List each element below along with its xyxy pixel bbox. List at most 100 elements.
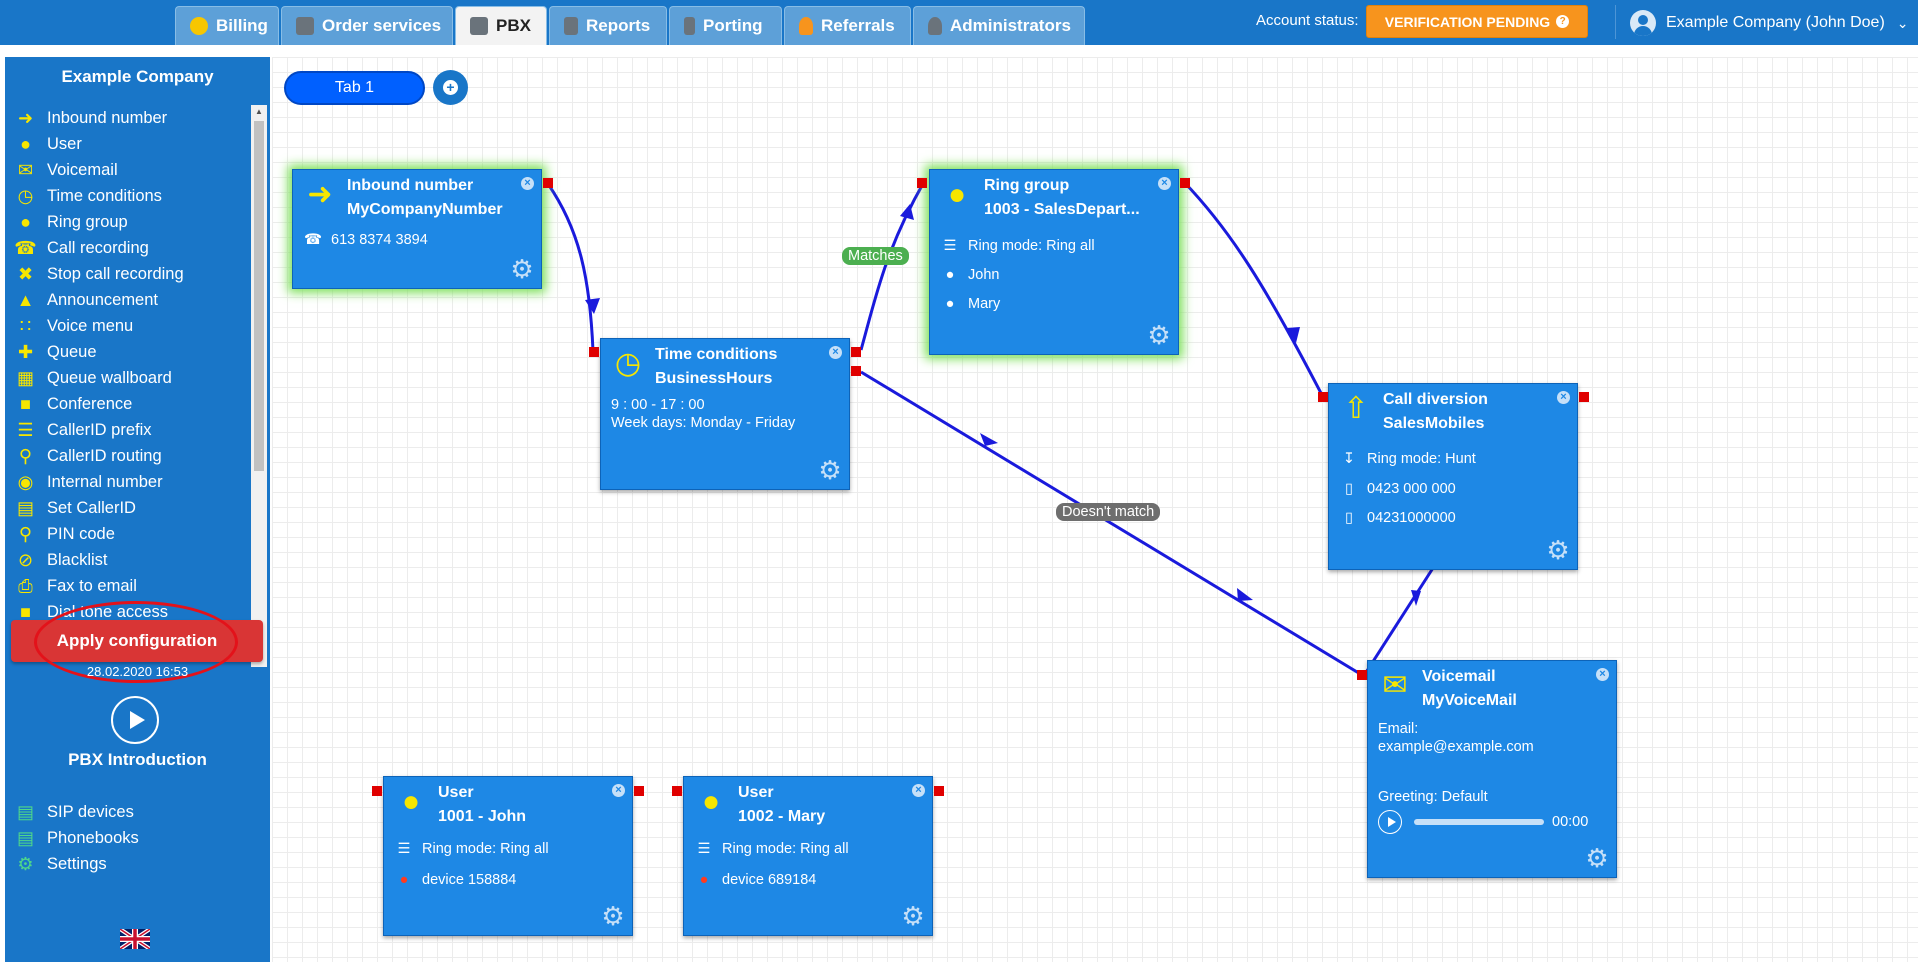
tab-pbx[interactable]: PBX xyxy=(455,6,547,45)
output-port[interactable] xyxy=(934,786,944,796)
output-port[interactable] xyxy=(1579,392,1589,402)
account-status-label: Account status: xyxy=(1256,12,1359,29)
palette-item-conference[interactable]: ■Conference xyxy=(5,391,251,417)
palette-item-fax-to-email[interactable]: ⎙Fax to email xyxy=(5,573,251,599)
palette-item-blacklist[interactable]: ⊘Blacklist xyxy=(5,547,251,573)
palette-item-voicemail[interactable]: ✉Voicemail xyxy=(5,157,251,183)
gear-icon[interactable]: ⚙ xyxy=(1585,843,1609,873)
close-icon[interactable]: × xyxy=(521,177,534,190)
close-icon[interactable]: × xyxy=(1158,177,1171,190)
palette-item-internal-number[interactable]: ◉Internal number xyxy=(5,469,251,495)
output-port[interactable] xyxy=(543,178,553,188)
arrow-head xyxy=(1287,327,1300,343)
node-call-diversion[interactable]: ⇧ Call diversion SalesMobiles × ↧Ring mo… xyxy=(1328,383,1578,570)
report-book-icon xyxy=(564,17,578,35)
node-time-conditions[interactable]: ◷ Time conditions BusinessHours × 9 : 00… xyxy=(600,338,850,490)
user-icon: ● xyxy=(701,785,721,818)
arrow-right-icon: ➜ xyxy=(17,108,34,128)
gear-icon[interactable]: ⚙ xyxy=(901,901,925,931)
close-icon[interactable]: × xyxy=(912,784,925,797)
scrollbar-thumb[interactable] xyxy=(254,121,264,471)
gear-icon[interactable]: ⚙ xyxy=(818,455,842,485)
output-port-match[interactable] xyxy=(851,347,861,357)
tab-administrators[interactable]: Administrators xyxy=(913,6,1085,45)
palette-item-inbound-number[interactable]: ➜Inbound number xyxy=(5,105,251,131)
arrow-head xyxy=(1237,588,1253,601)
output-port-no-match[interactable] xyxy=(851,366,861,376)
sidebar-item-phonebooks[interactable]: ▤Phonebooks xyxy=(16,828,139,848)
palette-item-callerid-routing[interactable]: ⚲CallerID routing xyxy=(5,443,251,469)
palette-item-stop-call-recording[interactable]: ✖Stop call recording xyxy=(5,261,251,287)
gear-icon: ⚙ xyxy=(17,854,34,874)
palette-item-call-recording[interactable]: ☎Call recording xyxy=(14,238,149,258)
gear-icon[interactable]: ⚙ xyxy=(1546,535,1570,565)
connection-time-voicemail[interactable] xyxy=(860,370,1363,677)
verification-pending-button[interactable]: VERIFICATION PENDING ? xyxy=(1366,5,1588,38)
scroll-up-arrow-icon[interactable]: ▲ xyxy=(255,107,263,116)
output-port[interactable] xyxy=(634,786,644,796)
connection-ring-divert[interactable] xyxy=(1182,180,1325,398)
palette-item-ring-group[interactable]: ●Ring group xyxy=(5,209,251,235)
palette-item-voice-menu[interactable]: ∷Voice menu xyxy=(5,313,251,339)
input-port[interactable] xyxy=(917,178,927,188)
palette-item-callerid-prefix[interactable]: ☰CallerID prefix xyxy=(5,417,251,443)
clock-icon: ◷ xyxy=(17,186,34,206)
input-port[interactable] xyxy=(372,786,382,796)
gear-icon[interactable]: ⚙ xyxy=(1147,320,1171,350)
megaphone-icon: ▲ xyxy=(16,290,35,310)
account-menu[interactable]: Example Company (John Doe) ⌄ xyxy=(1630,8,1909,38)
connection-time-ring[interactable] xyxy=(859,181,926,351)
input-port[interactable] xyxy=(1318,392,1328,402)
palette-item-queue[interactable]: ✚Queue xyxy=(5,339,251,365)
mobile-phone-icon: ▯ xyxy=(1345,510,1353,526)
arrow-head xyxy=(900,204,914,220)
audio-progress-bar[interactable] xyxy=(1414,819,1544,825)
node-user-john[interactable]: ● User 1001 - John × ☰Ring mode: Ring al… xyxy=(383,776,633,936)
gear-icon[interactable]: ⚙ xyxy=(510,254,534,284)
gear-icon[interactable]: ⚙ xyxy=(601,901,625,931)
close-icon[interactable]: × xyxy=(829,346,842,359)
input-port[interactable] xyxy=(1357,670,1367,680)
user-plus-icon: ✚ xyxy=(17,342,34,362)
admin-icon xyxy=(928,17,942,35)
uk-flag-icon[interactable] xyxy=(120,929,150,949)
tab-billing[interactable]: Billing xyxy=(175,6,279,45)
sidebar-item-sip-devices[interactable]: ▤SIP devices xyxy=(16,802,134,822)
input-port[interactable] xyxy=(589,347,599,357)
output-port[interactable] xyxy=(1180,178,1190,188)
close-icon[interactable]: × xyxy=(612,784,625,797)
tab-1[interactable]: Tab 1 xyxy=(284,71,425,105)
greeting-play-button[interactable] xyxy=(1378,810,1402,834)
tab-order-services[interactable]: Order services xyxy=(281,6,453,45)
upload-tray-icon: ⇧ xyxy=(1343,392,1369,425)
pbx-phone-icon xyxy=(470,17,488,35)
users-icon: ● xyxy=(20,212,31,232)
connection-divert-voicemail[interactable] xyxy=(1363,567,1435,675)
close-icon[interactable]: × xyxy=(1596,668,1609,681)
add-tab-button[interactable]: + xyxy=(433,70,468,105)
input-port[interactable] xyxy=(672,786,682,796)
tab-reports[interactable]: Reports xyxy=(549,6,667,45)
tab-porting[interactable]: Porting xyxy=(669,6,782,45)
node-ring-group[interactable]: ● Ring group 1003 - SalesDepart... × ☰Ri… xyxy=(929,169,1179,355)
intro-play-button[interactable] xyxy=(111,696,159,744)
node-user-mary[interactable]: ● User 1002 - Mary × ☰Ring mode: Ring al… xyxy=(683,776,933,936)
sidebar-item-settings[interactable]: ⚙Settings xyxy=(5,851,270,877)
highlight-circle xyxy=(34,601,238,683)
envelope-icon: ✉ xyxy=(17,160,34,180)
close-icon[interactable]: × xyxy=(1557,391,1570,404)
palette-item-announcement[interactable]: ▲Announcement xyxy=(16,290,158,310)
palette-item-pin-code[interactable]: ⚲PIN code xyxy=(5,521,251,547)
node-voicemail[interactable]: ✉ Voicemail MyVoiceMail × Email: example… xyxy=(1367,660,1617,878)
palette-item-set-callerid[interactable]: ▤Set CallerID xyxy=(16,498,136,518)
phone-icon: ☎ xyxy=(303,232,323,248)
palette-item-user[interactable]: ●User xyxy=(5,131,251,157)
tab-referrals[interactable]: Referrals xyxy=(784,6,911,45)
connection-inbound-time[interactable] xyxy=(546,183,595,352)
node-inbound-number[interactable]: ➜ Inbound number MyCompanyNumber × ☎613 … xyxy=(292,169,542,289)
palette-item-time-conditions[interactable]: ◷Time conditions xyxy=(5,183,251,209)
palette-item-queue-wallboard[interactable]: ▦Queue wallboard xyxy=(16,368,172,388)
microphone-icon: ☎ xyxy=(14,238,37,258)
arrow-right-icon: ➜ xyxy=(307,178,333,211)
